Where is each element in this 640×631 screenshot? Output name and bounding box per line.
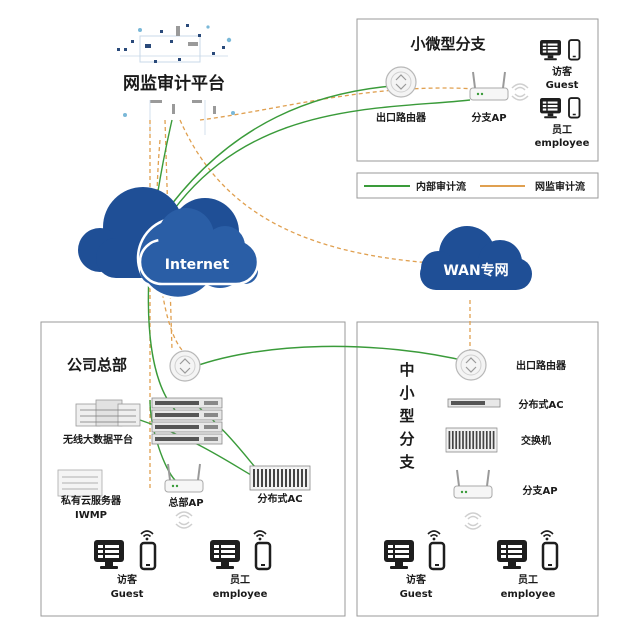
internet-cloud	[78, 187, 260, 300]
small-branch-guest-en: Guest	[546, 80, 579, 91]
mid-branch-switch-label: 交换机	[521, 434, 551, 447]
legend-internal-label: 内部审计流	[416, 180, 466, 193]
small-branch-ap-label: 分支AP	[471, 111, 506, 124]
bigdata-platform-label: 无线大数据平台	[62, 433, 133, 446]
small-branch-guest-cn: 访客	[552, 65, 573, 78]
mid-branch-ac-icon	[447, 398, 501, 408]
legend-network-label: 网监审计流	[535, 180, 585, 193]
small-branch-staff-en: employee	[535, 138, 590, 149]
internet-cloud-label: Internet	[165, 257, 230, 273]
hq-ac-icon	[249, 465, 311, 491]
hq-router-icon	[169, 350, 201, 382]
bigdata-platform-icon	[75, 399, 141, 427]
audit-platform-graphic	[117, 24, 235, 135]
private-cloud-server-icon	[57, 469, 103, 497]
mid-branch-ac-label: 分布式AC	[518, 398, 563, 411]
mid-branch-guest-en: Guest	[400, 589, 433, 600]
hq-guest-en: Guest	[111, 589, 144, 600]
hq-staff-en: employee	[213, 589, 268, 600]
hq-staff-cn: 员工	[230, 574, 250, 586]
hq-title: 公司总部	[67, 356, 127, 374]
mid-branch-staff-en: employee	[501, 589, 556, 600]
small-branch-staff-cn: 员工	[552, 124, 572, 136]
wan-cloud	[420, 226, 532, 290]
mid-branch-switch-icon	[445, 427, 498, 453]
hq-guest-cn: 访客	[117, 573, 138, 586]
mid-branch-staff-cn: 员工	[518, 574, 538, 586]
mid-branch-title: 中 小 型 分 支	[398, 361, 415, 471]
iwmp-label: IWMP	[75, 510, 107, 521]
small-branch-title: 小微型分支	[410, 35, 486, 53]
mid-branch-guest-cn: 访客	[406, 573, 427, 586]
wan-cloud-label: WAN专网	[443, 262, 508, 279]
small-branch-router-label: 出口路由器	[376, 111, 427, 124]
mid-branch-router-label: 出口路由器	[516, 359, 567, 372]
mid-branch-title-char: 中	[399, 361, 414, 379]
mid-branch-title-char: 分	[399, 430, 414, 448]
private-cloud-server-label: 私有云服务器	[60, 494, 122, 507]
mid-branch-title-char: 支	[398, 453, 415, 471]
small-branch-router-icon	[385, 66, 417, 98]
audit-platform-title: 网监审计平台	[123, 73, 225, 94]
mid-branch-ap-label: 分支AP	[522, 484, 557, 497]
hq-ap-label: 总部AP	[168, 496, 203, 509]
hq-ac-label: 分布式AC	[257, 492, 302, 505]
mid-branch-title-char: 型	[399, 407, 414, 425]
mid-branch-router-icon	[455, 349, 487, 381]
mid-branch-title-char: 小	[399, 384, 414, 402]
